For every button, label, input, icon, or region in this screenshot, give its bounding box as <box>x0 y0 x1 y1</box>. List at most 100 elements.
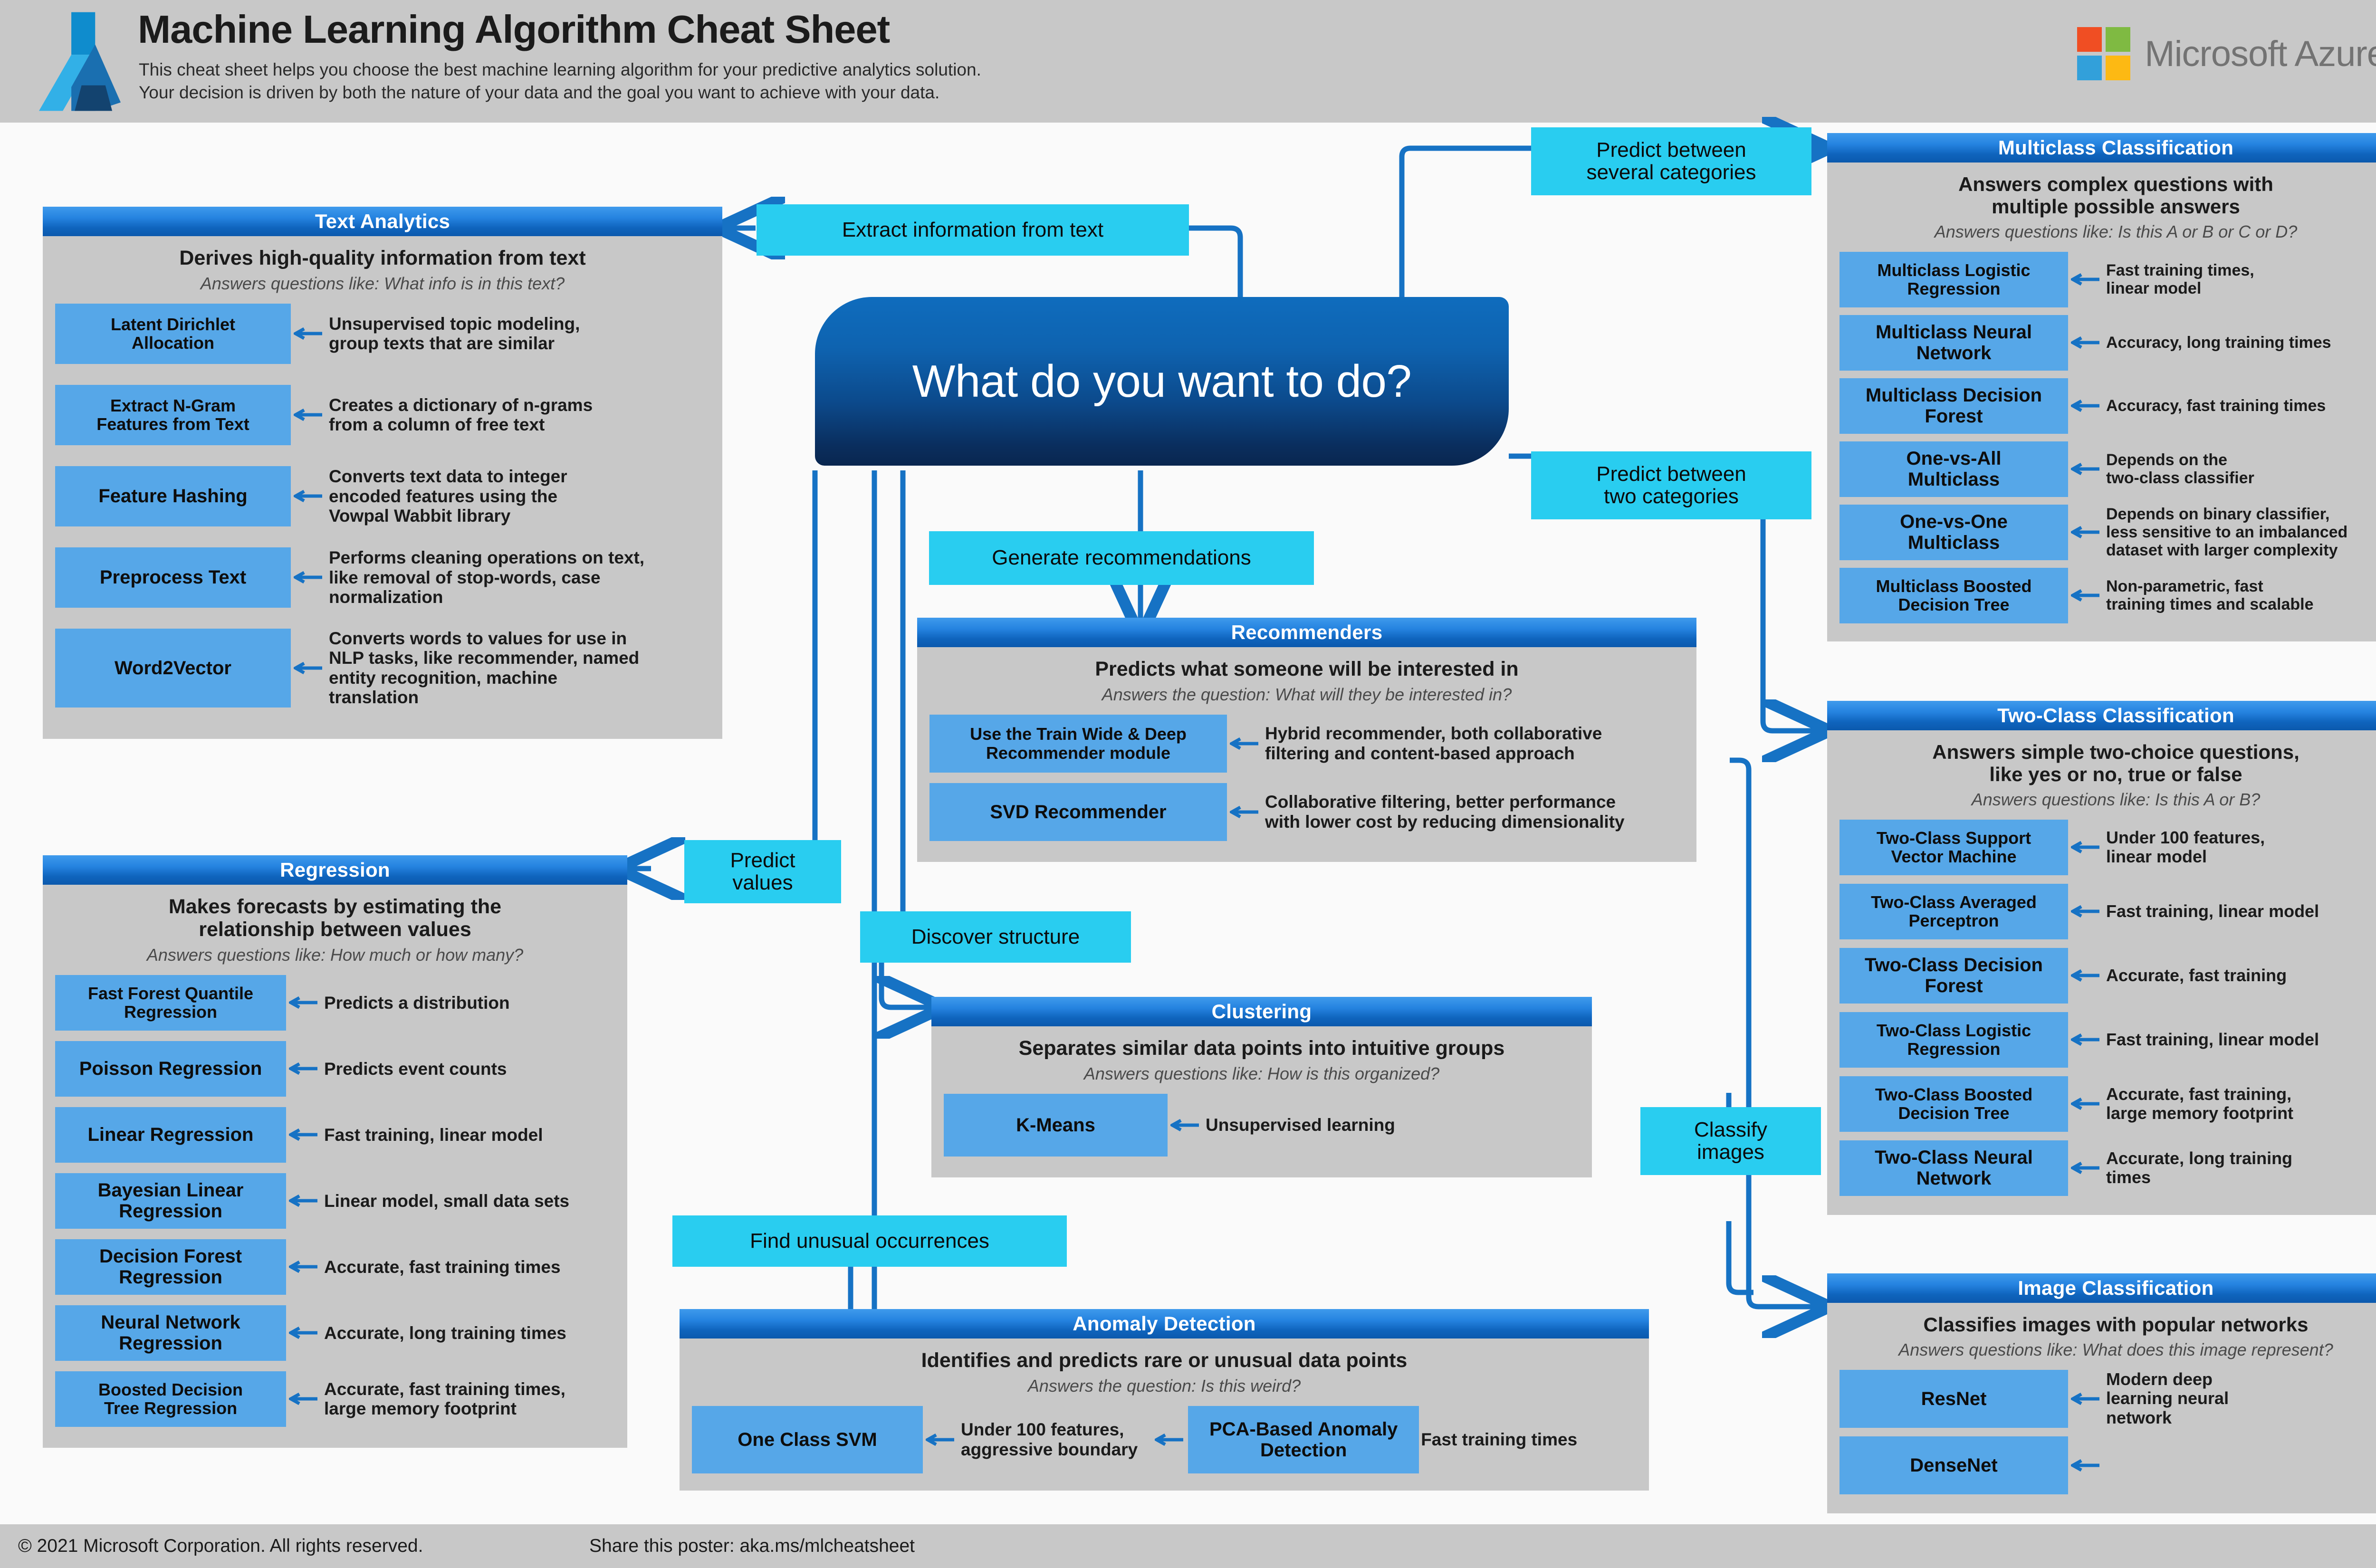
panel-body-regression: Makes forecasts by estimating the relati… <box>43 895 627 1448</box>
branch-label-generate-recommendations[interactable]: Generate recommendations <box>929 531 1314 585</box>
algorithm-chip[interactable]: Two-Class Logistic Regression <box>1839 1012 2068 1068</box>
panel-description: Makes forecasts by estimating the relati… <box>168 895 502 941</box>
algorithm-note: Under 100 features, aggressive boundary <box>961 1420 1138 1459</box>
algorithm-arrow <box>923 1406 959 1473</box>
branch-label-predict-values[interactable]: Predict values <box>684 840 841 903</box>
algorithm-note: Accurate, fast training, large memory fo… <box>2106 1084 2294 1123</box>
panel-description: Derives high-quality information from te… <box>179 247 586 269</box>
algorithm-chip[interactable]: Multiclass Logistic Regression <box>1839 251 2068 307</box>
algorithm-chip[interactable]: Multiclass Neural Network <box>1839 315 2068 371</box>
algorithm-chip[interactable]: Multiclass Boosted Decision Tree <box>1839 567 2068 623</box>
algorithm-chip[interactable]: Feature Hashing <box>55 466 291 526</box>
branch-label-predict-between-several-categories[interactable]: Predict between several categories <box>1531 127 1811 195</box>
algorithm-chip[interactable]: Latent Dirichlet Allocation <box>55 303 291 364</box>
algorithm-chip[interactable]: SVD Recommender <box>929 783 1227 841</box>
panel-header-two-class-classification: Two-Class Classification <box>1827 701 2376 730</box>
algorithm-chip[interactable]: PCA-Based Anomaly Detection <box>1188 1405 1419 1473</box>
branch-label-extract-information-from-text[interactable]: Extract information from text <box>757 204 1189 256</box>
branch-label-predict-between-two-categories[interactable]: Predict between two categories <box>1531 451 1811 519</box>
algorithm-chip[interactable]: Multiclass Decision Forest <box>1839 378 2068 434</box>
left-arrow-icon <box>294 327 322 340</box>
algorithm-chip[interactable]: Poisson Regression <box>55 1041 286 1097</box>
algorithm-note: Accurate, fast training <box>2106 966 2287 985</box>
left-arrow-icon <box>2071 1392 2099 1405</box>
page-header: Machine Learning Algorithm Cheat Sheet T… <box>0 0 2376 123</box>
algorithm-chip[interactable]: ResNet <box>1839 1369 2068 1428</box>
algorithm-arrow <box>286 975 322 1031</box>
panel-example-question: Answers questions like: Is this A or B? <box>1971 790 2261 810</box>
algorithm-chip[interactable]: Decision Forest Regression <box>55 1239 286 1295</box>
algorithm-chip[interactable]: One Class SVM <box>692 1405 923 1473</box>
algorithm-chip[interactable]: Use the Train Wide & Deep Recommender mo… <box>929 714 1227 773</box>
algorithm-chip[interactable]: Two-Class Averaged Perceptron <box>1839 883 2068 939</box>
algorithm-arrow <box>2068 1436 2104 1494</box>
algorithm-chip[interactable]: One-vs-All Multiclass <box>1839 441 2068 497</box>
left-arrow-icon <box>2071 336 2099 349</box>
algorithm-arrow <box>291 466 327 526</box>
panel-body-two-class-classification: Answers simple two-choice questions, lik… <box>1827 741 2376 1215</box>
algorithm-chip[interactable]: Two-Class Decision Forest <box>1839 947 2068 1004</box>
algorithm-list: One Class SVM Under 100 features, aggress… <box>692 1405 1637 1473</box>
algorithm-chip[interactable]: Two-Class Boosted Decision Tree <box>1839 1076 2068 1132</box>
algorithm-note: Non-parametric, fast training times and … <box>2106 577 2314 614</box>
central-decision-node[interactable]: What do you want to do? <box>815 297 1509 466</box>
left-arrow-icon <box>294 661 322 674</box>
branch-label-text: Discover structure <box>911 925 1080 948</box>
left-arrow-icon <box>289 1393 317 1405</box>
algorithm-row: Two-Class Boosted Decision Tree Accurate,… <box>1839 1076 2376 1132</box>
algorithm-chip[interactable]: DenseNet <box>1839 1436 2068 1494</box>
algorithm-arrow <box>1227 715 1263 773</box>
algorithm-chip[interactable]: Boosted Decision Tree Regression <box>55 1371 286 1427</box>
algorithm-arrow <box>2068 820 2104 875</box>
algorithm-chip[interactable]: Word2Vector <box>55 628 291 708</box>
algorithm-chip[interactable]: K-Means <box>944 1093 1168 1157</box>
algorithm-note: Modern deep learning neural network <box>2106 1369 2229 1427</box>
algorithm-list: K-Means Unsupervised learning <box>944 1093 1580 1157</box>
algorithm-row: Multiclass Boosted Decision Tree Non-para… <box>1839 567 2376 623</box>
algorithm-chip[interactable]: Bayesian Linear Regression <box>55 1173 286 1229</box>
algorithm-chip[interactable]: Two-Class Support Vector Machine <box>1839 819 2068 875</box>
panel-example-question: Answers questions like: Is this A or B o… <box>1934 222 2298 242</box>
branch-label-text: Predict between several categories <box>1586 138 1756 184</box>
algorithm-arrow <box>2068 441 2104 497</box>
algorithm-chip[interactable]: Preprocess Text <box>55 547 291 608</box>
algorithm-chip[interactable]: One-vs-One Multiclass <box>1839 504 2068 560</box>
algorithm-chip[interactable]: Two-Class Neural Network <box>1839 1140 2068 1196</box>
algorithm-note: Depends on binary classifier, less sensi… <box>2106 505 2348 560</box>
algorithm-note: Unsupervised learning <box>1206 1115 1395 1135</box>
algorithm-row: Two-Class Decision Forest Accurate, fast … <box>1839 947 2376 1004</box>
algorithm-chip[interactable]: Linear Regression <box>55 1107 286 1163</box>
algorithm-chip[interactable]: Fast Forest Quantile Regression <box>55 975 286 1031</box>
algorithm-note: Collaborative filtering, better performa… <box>1265 792 1625 832</box>
algorithm-arrow <box>291 629 327 708</box>
panel-header-anomaly-detection: Anomaly Detection <box>680 1309 1649 1339</box>
panel-description: Identifies and predicts rare or unusual … <box>921 1349 1408 1372</box>
share-link-text[interactable]: Share this poster: aka.ms/mlcheatsheet <box>589 1536 915 1556</box>
branch-label-text: Predict between two categories <box>1596 462 1746 508</box>
panel-body-text-analytics: Derives high-quality information from te… <box>43 247 722 739</box>
algorithm-arrow <box>286 1173 322 1229</box>
branch-label-discover-structure[interactable]: Discover structure <box>860 911 1131 963</box>
algorithm-chip[interactable]: Extract N-Gram Features from Text <box>55 384 291 445</box>
algorithm-row: SVD Recommender Collaborative filtering, … <box>929 783 1684 841</box>
branch-label-text: Generate recommendations <box>992 546 1251 570</box>
panel-header-recommenders: Recommenders <box>917 618 1696 647</box>
algorithm-arrow <box>286 1371 322 1427</box>
branch-label-classify-images[interactable]: Classify images <box>1640 1107 1821 1175</box>
branch-label-find-unusual-occurrences[interactable]: Find unusual occurrences <box>672 1215 1067 1267</box>
algorithm-chip[interactable]: Neural Network Regression <box>55 1305 286 1361</box>
page-footer: © 2021 Microsoft Corporation. All rights… <box>0 1524 2376 1568</box>
algorithm-arrow <box>2068 315 2104 371</box>
left-arrow-icon <box>2071 463 2099 476</box>
left-arrow-icon <box>1230 805 1258 818</box>
branch-label-text: Find unusual occurrences <box>750 1229 989 1252</box>
